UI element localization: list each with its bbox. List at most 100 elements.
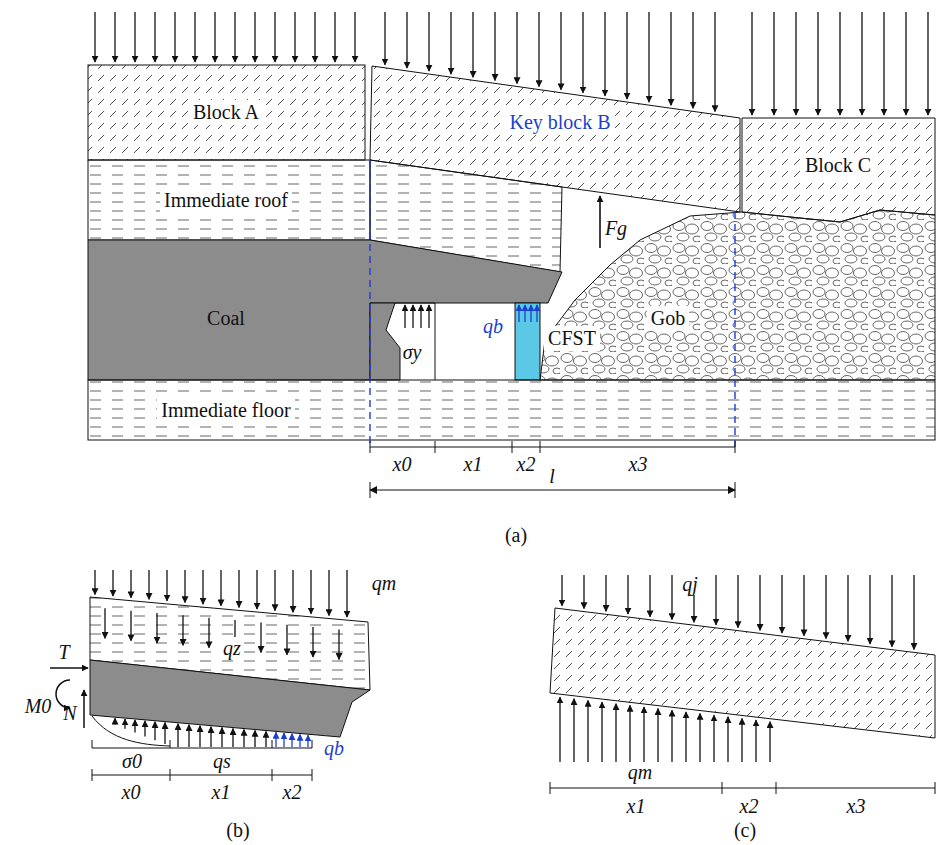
symbol-label: x1: [462, 453, 485, 475]
support-column: CFST: [544, 326, 600, 351]
coal-yield-zone: [370, 303, 400, 380]
load-arrow: [803, 575, 804, 636]
symbol-label: x1: [210, 781, 233, 803]
load-arrow: [94, 12, 95, 62]
node-label: Key block B: [509, 111, 610, 134]
panel-caption: (b): [224, 819, 251, 841]
symbol-label: x1: [625, 795, 648, 817]
load-arrow: [825, 575, 826, 639]
load-arrow: [354, 12, 355, 62]
coal-shape: [88, 240, 562, 380]
symbol-label: qz: [221, 637, 243, 659]
dimension-tick: [722, 782, 723, 794]
load-arrow: [582, 12, 583, 93]
load-arrow: [384, 12, 385, 65]
block-a-shape: [88, 65, 365, 160]
load-arrow: [905, 12, 906, 115]
load-arrow: [144, 721, 145, 737]
dimension-tick: [272, 740, 273, 748]
support-baseline: [92, 748, 312, 749]
dimension-tick: [92, 740, 93, 748]
load-arrow: [741, 718, 742, 762]
force-arrow: [83, 690, 85, 728]
key-block: Key block B: [505, 110, 614, 135]
load-arrow: [220, 570, 221, 606]
load-arrow: [516, 12, 517, 83]
dimension-tick: [935, 782, 936, 794]
load-arrow: [751, 12, 752, 115]
symbol-label: σ0: [120, 750, 144, 772]
load-arrow: [583, 575, 584, 609]
load-arrow: [626, 12, 627, 99]
load-arrow: [472, 12, 473, 77]
load-arrow: [199, 726, 200, 747]
load-arrow: [202, 570, 203, 604]
symbol-label: T: [56, 641, 71, 663]
load-arrow: [536, 305, 537, 322]
load-arrow: [648, 12, 649, 102]
symbol-label: Fg: [603, 217, 629, 239]
load-arrow: [769, 722, 770, 762]
panel-caption: (c): [732, 819, 758, 841]
load-arrow: [334, 12, 335, 62]
dimension-tick: [435, 441, 436, 453]
dimension-tick: [735, 441, 736, 453]
load-arrow: [714, 12, 715, 111]
load-arrow: [420, 305, 421, 328]
load-arrow: [184, 570, 185, 603]
load-arrow: [670, 12, 671, 105]
load-arrow: [649, 575, 650, 617]
symbol-label: σy: [401, 341, 424, 363]
node-label: Block C: [805, 154, 871, 177]
panel-caption: (a): [503, 524, 529, 546]
load-arrow: [134, 12, 135, 62]
load-arrow: [643, 707, 644, 762]
load-arrow: [406, 12, 407, 68]
load-arrow: [699, 714, 700, 762]
load-arrow: [573, 699, 574, 762]
load-arrow: [238, 570, 239, 607]
block-c-shape: [742, 118, 935, 222]
node-label: Immediate floor: [161, 399, 290, 422]
load-arrow: [428, 305, 429, 328]
load-arrow: [685, 712, 686, 762]
load-arrow: [412, 305, 413, 328]
body-force-arrow: [338, 629, 339, 659]
load-arrow: [254, 731, 255, 747]
load-arrow: [518, 305, 519, 322]
load-arrow: [94, 570, 95, 594]
load-arrow: [154, 12, 155, 62]
load-arrow: [450, 12, 451, 74]
load-arrow: [847, 575, 848, 641]
dimension-tick: [312, 740, 313, 748]
load-arrow: [134, 720, 135, 733]
load-arrow: [346, 570, 347, 617]
node-label: Immediate roof: [164, 189, 288, 212]
coal-seam: Coal: [203, 306, 249, 331]
load-arrow: [604, 12, 605, 96]
load-arrow: [913, 575, 914, 649]
load-arrow: [869, 575, 870, 644]
dimension-line: [370, 447, 735, 448]
load-arrow: [715, 575, 716, 625]
load-arrow: [404, 305, 405, 328]
load-arrow: [615, 704, 616, 762]
load-arrow: [328, 570, 329, 615]
body-force-arrow: [104, 608, 105, 638]
load-arrow: [265, 731, 266, 747]
load-arrow: [817, 12, 818, 115]
dimension-tick: [170, 740, 171, 748]
load-arrow: [274, 12, 275, 62]
load-arrow: [587, 700, 588, 762]
load-arrow: [524, 305, 525, 322]
load-arrow: [307, 735, 308, 747]
symbol-label: qs: [211, 750, 233, 772]
load-arrow: [275, 732, 276, 747]
symbol-label: x3: [627, 453, 650, 475]
dimension-tick: [170, 769, 171, 781]
node-label: CFST: [548, 327, 596, 350]
force-arrow: [599, 196, 601, 248]
load-arrow: [154, 722, 155, 741]
load-arrow: [243, 730, 244, 747]
